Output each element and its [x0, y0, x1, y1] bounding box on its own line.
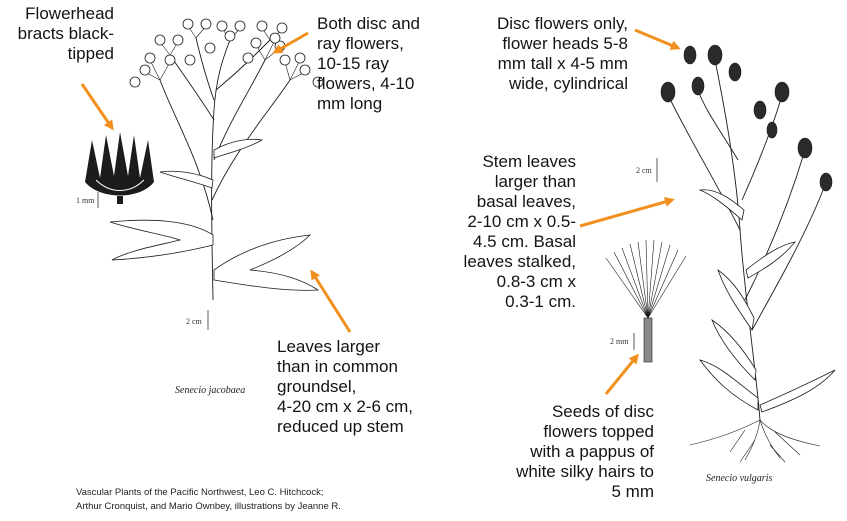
annotation-stem-leaves: Stem leaves larger than basal leaves, 2-…	[430, 152, 576, 312]
annotation-ray-flowers: Both disc and ray flowers, 10-15 ray flo…	[317, 14, 457, 114]
annotation-line: Flowerhead	[0, 4, 114, 24]
scale-label-left-plant: 2 cm	[186, 317, 202, 326]
annotation-line: mm long	[317, 94, 457, 114]
annotation-line: Stem leaves	[430, 152, 576, 172]
annotation-line: tipped	[0, 44, 114, 64]
annotation-line: flowers topped	[470, 422, 654, 442]
annotation-line: bracts black-	[0, 24, 114, 44]
credit-line: Arthur Cronquist, and Mario Ownbey, illu…	[76, 500, 416, 514]
species-name-vulgaris: Senecio vulgaris	[706, 473, 772, 484]
annotation-line: Disc flowers only,	[470, 14, 628, 34]
annotation-seeds: Seeds of disc flowers topped with a papp…	[470, 402, 654, 502]
vulgaris-leaves	[700, 190, 835, 412]
jacobaea-flower-heads	[130, 19, 323, 87]
annotation-line: 10-15 ray	[317, 54, 457, 74]
jacobaea-leaves	[110, 139, 318, 290]
annotation-line: larger than	[430, 172, 576, 192]
annotation-line: flowers, 4-10	[317, 74, 457, 94]
annotation-line: than in common	[277, 357, 447, 377]
senecio-jacobaea-drawing	[145, 26, 305, 300]
annotation-line: Both disc and	[317, 14, 457, 34]
annotation-line: mm tall x 4-5 mm	[470, 54, 628, 74]
annotation-bracts: Flowerhead bracts black- tipped	[0, 4, 114, 64]
annotation-line: 2-10 cm x 0.5-	[430, 212, 576, 232]
arrow-bracts	[82, 84, 112, 128]
annotation-line: 0.8-3 cm x	[430, 272, 576, 292]
annotation-line: 4-20 cm x 2-6 cm,	[277, 397, 447, 417]
annotation-line: reduced up stem	[277, 417, 447, 437]
annotation-line: basal leaves,	[430, 192, 576, 212]
annotation-line: leaves stalked,	[430, 252, 576, 272]
species-name-jacobaea: Senecio jacobaea	[175, 385, 245, 396]
bract-drawing	[85, 132, 154, 204]
annotation-line: flower heads 5-8	[470, 34, 628, 54]
scale-label-bract: 1 mm	[76, 196, 94, 205]
scale-label-right-plant: 2 cm	[636, 166, 652, 175]
annotation-line: wide, cylindrical	[470, 74, 628, 94]
annotation-disc-flowers: Disc flowers only, flower heads 5-8 mm t…	[470, 14, 628, 94]
source-credit: Vascular Plants of the Pacific Northwest…	[76, 486, 416, 514]
vulgaris-flower-heads	[661, 45, 832, 191]
annotation-line: Leaves larger	[277, 337, 447, 357]
left-scale-bars	[98, 192, 208, 330]
arrow-disc-flowers	[635, 30, 678, 48]
annotation-line: Seeds of disc	[470, 402, 654, 422]
annotation-line: 4.5 cm. Basal	[430, 232, 576, 252]
arrow-stem-leaves	[580, 200, 672, 226]
scale-label-seed: 2 mm	[610, 337, 628, 346]
annotation-line: 0.3-1 cm.	[430, 292, 576, 312]
arrow-leaves-larger	[312, 272, 350, 332]
annotation-line: white silky hairs to	[470, 462, 654, 482]
annotation-line: groundsel,	[277, 377, 447, 397]
credit-line: Vascular Plants of the Pacific Northwest…	[76, 486, 416, 500]
annotation-line: 5 mm	[470, 482, 654, 502]
annotation-line: with a pappus of	[470, 442, 654, 462]
annotation-line: ray flowers,	[317, 34, 457, 54]
annotation-leaves-larger: Leaves larger than in common groundsel, …	[277, 337, 447, 437]
arrow-seeds	[606, 356, 637, 394]
